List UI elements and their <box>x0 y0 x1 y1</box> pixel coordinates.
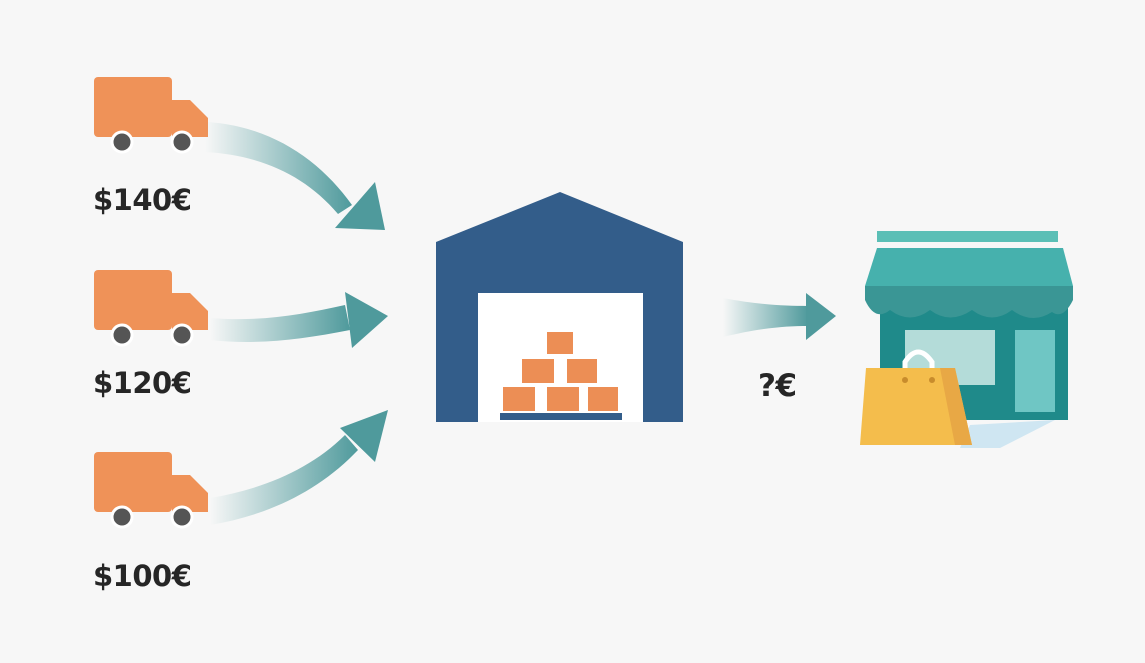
supplier-price-label: $120€ <box>93 366 192 400</box>
warehouse-icon <box>436 192 683 422</box>
arrow-icon <box>723 293 836 340</box>
supplier-price-label: $140€ <box>93 183 192 217</box>
arrow-icon <box>210 410 388 525</box>
supplier-price-label: $100€ <box>93 559 192 593</box>
shopping-bag-icon <box>860 349 972 445</box>
sale-price-label: ?€ <box>758 368 797 404</box>
storefront-icon <box>865 231 1073 448</box>
arrow-icon <box>205 122 385 230</box>
arrow-icon <box>210 292 388 348</box>
boxes-icon <box>503 332 618 411</box>
truck-icon <box>94 452 208 529</box>
truck-icon <box>94 270 208 347</box>
truck-icon <box>94 77 208 154</box>
